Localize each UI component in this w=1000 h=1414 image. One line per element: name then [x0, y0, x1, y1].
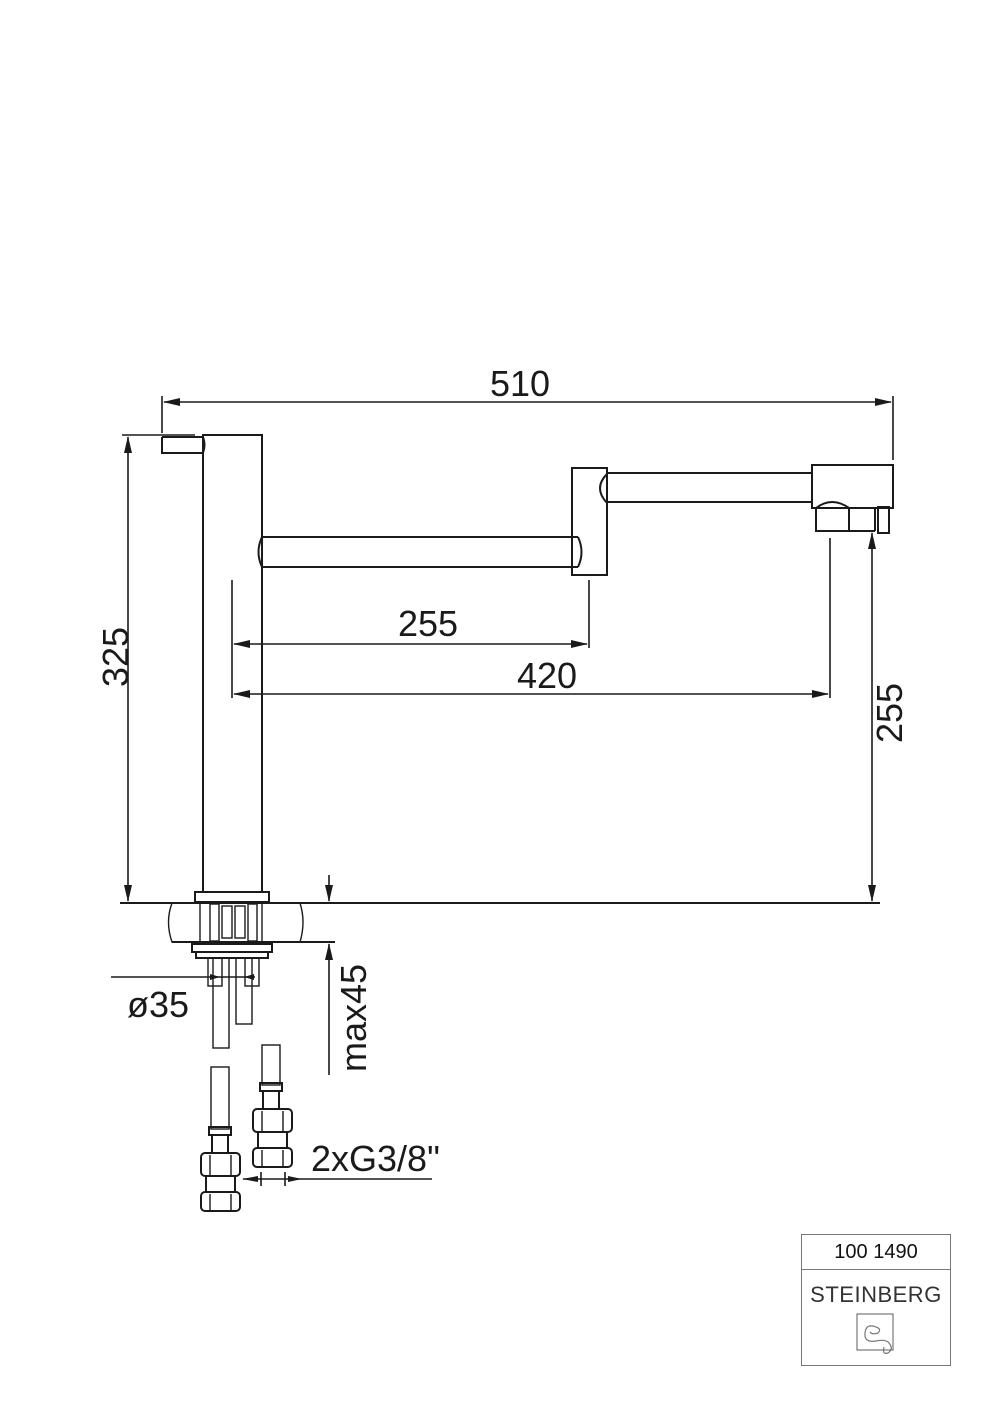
dimension-first-arm-reach: 255	[231, 580, 590, 698]
article-number: 100 1490	[802, 1235, 950, 1270]
steinberg-logo-icon	[856, 1313, 894, 1354]
svg-text:max45: max45	[333, 964, 374, 1072]
svg-text:2xG3/8": 2xG3/8"	[311, 1138, 440, 1179]
supply-hoses	[200, 957, 293, 1212]
elbow-joint	[571, 467, 608, 576]
spout-lever	[877, 506, 890, 534]
base-flange	[194, 891, 270, 903]
dimension-connections: 2xG3/8"	[242, 1138, 440, 1186]
svg-text:ø35: ø35	[127, 984, 189, 1025]
svg-text:255: 255	[869, 683, 910, 743]
hose-left-upper	[212, 957, 230, 1049]
second-swivel-arm	[607, 464, 894, 534]
dimension-mounting-hole: ø35	[111, 974, 255, 1025]
dimension-overall-width: 510	[161, 363, 894, 460]
right-nut	[252, 1108, 293, 1133]
faucet-body	[161, 434, 270, 903]
hose-left-lower	[210, 1066, 230, 1130]
dimension-spout-reach: 420	[233, 538, 831, 698]
first-swivel-arm	[257, 467, 608, 576]
svg-text:255: 255	[398, 603, 458, 644]
hose-right-lower	[261, 1044, 281, 1086]
spout-head	[811, 464, 894, 509]
left-nut	[200, 1152, 241, 1177]
aerator	[815, 501, 876, 532]
dimension-overall-height: 325	[95, 434, 195, 902]
lever-handle	[161, 436, 203, 454]
countertop-section	[120, 902, 880, 987]
dimension-max-deck-thickness: max45	[300, 875, 374, 1075]
title-block: 100 1490 STEINBERG	[801, 1234, 951, 1366]
mounting-plate	[191, 943, 273, 953]
hose-right-upper	[235, 957, 253, 1025]
brand-name: STEINBERG	[810, 1282, 942, 1307]
svg-text:510: 510	[490, 363, 550, 404]
dimension-spout-height: 255	[868, 532, 910, 902]
svg-text:325: 325	[95, 627, 136, 687]
svg-text:420: 420	[517, 655, 577, 696]
